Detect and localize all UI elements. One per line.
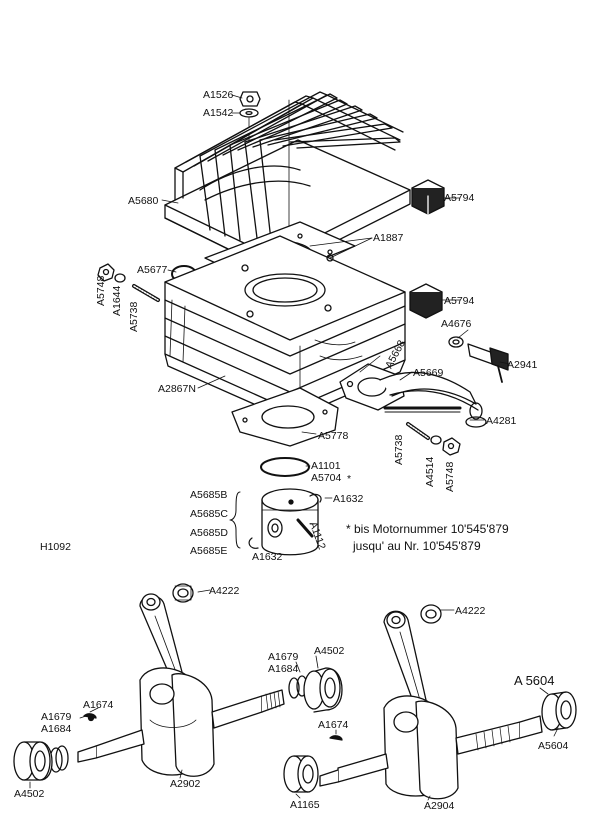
label-a5680: A5680 xyxy=(128,195,159,207)
label-a1165: A1165 xyxy=(290,799,320,811)
label-a5677: A5677 xyxy=(137,264,168,276)
label-a1644: A1644 xyxy=(111,285,123,316)
circlip-top xyxy=(309,493,322,503)
note-line-1: * bis Motornummer 10'545'879 xyxy=(346,522,509,536)
note-line-2: jusqu' au Nr. 10'545'879 xyxy=(353,539,481,553)
label-a1684-left: A1684 xyxy=(41,723,72,735)
label-a1674-right: A1674 xyxy=(318,719,349,731)
label-a5748-left: A5748 xyxy=(95,275,107,306)
label-a4502-right: A4502 xyxy=(314,645,345,657)
leader-lines xyxy=(29,94,559,801)
cylinder-head xyxy=(164,91,411,273)
label-a5704-asterisk: * xyxy=(347,473,352,485)
label-a2904: A2904 xyxy=(424,800,455,812)
label-a2902: A2902 xyxy=(170,778,201,790)
cylinder-block xyxy=(164,235,406,421)
label-a5685e: A5685E xyxy=(190,545,228,557)
label-a4502-left: A4502 xyxy=(14,788,45,800)
label-a5704: A5704 xyxy=(311,472,342,484)
label-a5794-top: A5794 xyxy=(444,192,475,204)
label-a4281: A4281 xyxy=(486,415,517,427)
spacer-block-mid xyxy=(409,283,443,319)
label-a1684-mid: A1684 xyxy=(268,663,299,675)
label-a5738-left: A5738 xyxy=(128,301,140,332)
label-a5604: A5604 xyxy=(538,740,569,752)
label-a4222-right: A4222 xyxy=(455,605,486,617)
label-a5778: A5778 xyxy=(318,430,349,442)
label-a1887: A1887 xyxy=(373,232,404,244)
label-a1679-left: A1679 xyxy=(41,711,72,723)
label-a2941: A2941 xyxy=(507,359,538,371)
label-a4514: A4514 xyxy=(424,456,436,487)
crankshaft-left xyxy=(13,583,343,781)
label-a4222-left: A4222 xyxy=(209,585,240,597)
label-a5685d: A5685D xyxy=(190,527,228,539)
piston-ring xyxy=(260,457,310,477)
label-a1679-mid: A1679 xyxy=(268,651,299,663)
piston xyxy=(261,488,319,556)
label-a1632-top: A1632 xyxy=(333,493,364,505)
label-a5685c: A5685C xyxy=(190,508,228,520)
label-a1542: A1542 xyxy=(203,107,234,119)
label-a5669: A5669 xyxy=(413,367,444,379)
figure-code: H1092 xyxy=(40,541,71,553)
label-a5604-big: A 5604 xyxy=(514,673,555,688)
piston-pin xyxy=(296,518,314,538)
stud-left xyxy=(97,263,160,302)
label-a5794-mid: A5794 xyxy=(444,295,475,307)
stud-right xyxy=(406,422,461,456)
exhaust-manifold xyxy=(339,363,487,428)
size-bracket xyxy=(229,491,241,549)
label-a5738-right: A5738 xyxy=(393,434,405,465)
spacer-block-top xyxy=(411,179,445,215)
intake-fitting xyxy=(448,336,509,383)
label-a1674-left: A1674 xyxy=(83,699,114,711)
label-a1526: A1526 xyxy=(203,89,234,101)
circlip-bottom xyxy=(248,537,259,549)
crankshaft-right xyxy=(283,604,577,800)
base-gasket xyxy=(231,387,339,447)
label-a5685b: A5685B xyxy=(190,489,228,501)
label-a1632-bottom: A1632 xyxy=(252,551,283,563)
label-a4676: A4676 xyxy=(441,318,472,330)
label-a5748-right: A5748 xyxy=(444,461,456,492)
label-a2867n: A2867N xyxy=(158,383,196,395)
label-a1101: A1101 xyxy=(311,460,341,472)
